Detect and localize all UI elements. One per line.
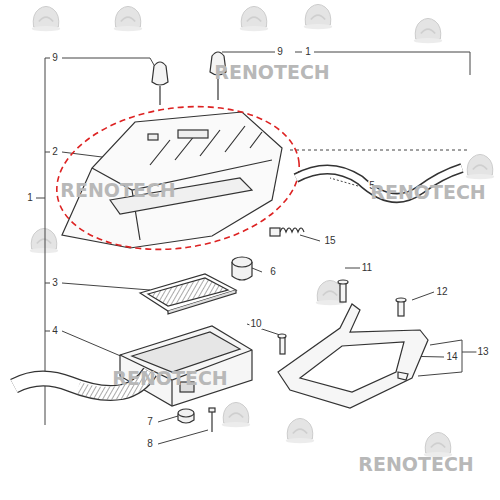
watermark: RENOTECH xyxy=(358,455,473,474)
callout-number: 9 xyxy=(51,53,59,63)
watermark: RENOTECH xyxy=(112,369,227,388)
watermark: RENOTECH xyxy=(60,181,175,200)
bracket xyxy=(278,280,428,408)
callout-number: 11 xyxy=(361,263,373,273)
ring xyxy=(232,257,252,280)
callout-number: 13 xyxy=(476,347,489,357)
callout-number: 7 xyxy=(146,417,154,427)
callout-number: 6 xyxy=(269,267,277,277)
callout-number: 3 xyxy=(51,278,59,288)
callout-number: 15 xyxy=(323,236,336,246)
callout-number: 4 xyxy=(51,326,59,336)
watermark-logos xyxy=(30,4,494,457)
callout-number: 9 xyxy=(276,47,284,57)
spring xyxy=(270,228,304,236)
callout-number: 14 xyxy=(445,352,458,362)
callout-number: 1 xyxy=(26,193,34,203)
callout-number: 8 xyxy=(146,439,154,449)
filter xyxy=(140,274,236,314)
callout-number: 10 xyxy=(249,319,262,329)
callout-number: 1 xyxy=(304,47,312,57)
air-box xyxy=(120,326,252,406)
callout-number: 12 xyxy=(435,287,448,297)
grommet-screw xyxy=(178,408,215,432)
highlight-ellipse xyxy=(47,92,308,265)
watermark: RENOTECH xyxy=(370,183,485,202)
watermark: RENOTECH xyxy=(214,63,329,82)
callout-number: 2 xyxy=(51,147,59,157)
